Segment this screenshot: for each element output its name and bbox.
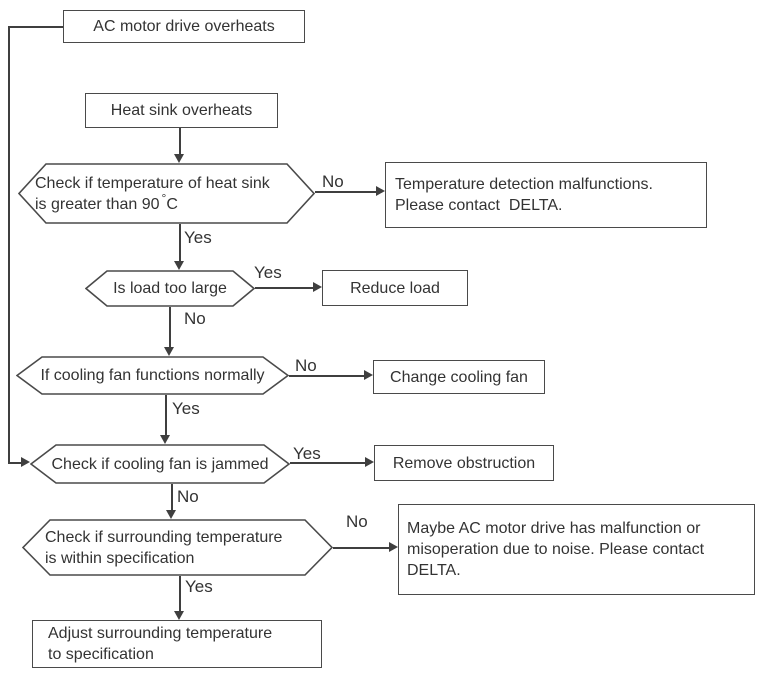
connector-checktemp-no bbox=[315, 191, 377, 193]
connector-fannormal-yes bbox=[165, 395, 167, 437]
edge-label-no: No bbox=[346, 512, 368, 531]
decision-text-line1: Check if temperature of heat sink bbox=[35, 174, 270, 192]
connector-fanjammed-no bbox=[171, 484, 173, 512]
degree-symbol: ° bbox=[161, 191, 167, 206]
connector-fanjammed-yes bbox=[290, 462, 365, 464]
edge-label-yes: Yes bbox=[254, 263, 282, 282]
hexagon-shape bbox=[22, 519, 333, 576]
node-change-cooling-fan: Change cooling fan bbox=[373, 360, 545, 394]
edge-label-yes: Yes bbox=[172, 399, 200, 418]
arrow-down-icon bbox=[166, 510, 176, 519]
arrow-down-icon bbox=[174, 611, 184, 620]
node-text-line2: to specification bbox=[48, 646, 154, 663]
hexagon-shape bbox=[85, 270, 255, 307]
decision-text: Check if temperature of heat sink is gre… bbox=[18, 163, 315, 224]
arrow-down-icon bbox=[164, 347, 174, 356]
node-text-line3: DELTA. bbox=[407, 562, 461, 579]
connector-surrounding-no bbox=[333, 547, 389, 549]
feedback-loop-vertical-segment bbox=[8, 26, 10, 463]
hexagon-shape bbox=[30, 444, 290, 484]
node-heat-sink-overheats: Heat sink overheats bbox=[85, 93, 278, 128]
decision-text: Is load too large bbox=[113, 280, 227, 297]
node-text-line2: Please contact DELTA. bbox=[395, 197, 563, 214]
hexagon-shape bbox=[18, 163, 315, 224]
arrow-right-icon bbox=[365, 457, 374, 467]
node-text-line1: Maybe AC motor drive has malfunction or bbox=[407, 520, 701, 537]
connector-heatsink-to-checktemp bbox=[179, 128, 181, 156]
edge-label-no: No bbox=[322, 172, 344, 191]
decision-text: Check if cooling fan is jammed bbox=[51, 455, 269, 473]
feedback-loop-bottom-segment bbox=[8, 462, 22, 464]
arrow-right-icon bbox=[21, 457, 30, 467]
node-temperature-detection-malfunctions: Temperature detection malfunctions. Plea… bbox=[385, 162, 707, 228]
arrow-right-icon bbox=[376, 186, 385, 196]
decision-cooling-fan-functions-normally: If cooling fan functions normally bbox=[16, 356, 289, 395]
node-ac-motor-drive-overheats: AC motor drive overheats bbox=[63, 10, 305, 43]
hexagon-shape bbox=[16, 356, 289, 395]
node-maybe-malfunction-noise: Maybe AC motor drive has malfunction or … bbox=[398, 504, 755, 595]
node-text-line2: misoperation due to noise. Please contac… bbox=[407, 541, 705, 558]
arrow-right-icon bbox=[364, 370, 373, 380]
edge-label-yes: Yes bbox=[293, 444, 321, 463]
node-text-line1: Adjust surrounding temperature bbox=[48, 625, 273, 642]
feedback-loop-top-segment bbox=[8, 26, 63, 28]
edge-label-yes: Yes bbox=[184, 228, 212, 247]
connector-isload-yes bbox=[255, 287, 313, 289]
connector-surrounding-yes bbox=[179, 576, 181, 613]
arrow-down-icon bbox=[174, 261, 184, 270]
edge-label-no: No bbox=[177, 487, 199, 506]
node-text: AC motor drive overheats bbox=[93, 18, 275, 35]
node-remove-obstruction: Remove obstruction bbox=[374, 445, 554, 481]
arrow-right-icon bbox=[389, 542, 398, 552]
connector-checktemp-yes bbox=[179, 224, 181, 263]
arrow-down-icon bbox=[160, 435, 170, 444]
node-text-line1: Temperature detection malfunctions. bbox=[395, 176, 653, 193]
decision-is-load-too-large: Is load too large bbox=[85, 270, 255, 307]
node-text: Remove obstruction bbox=[392, 454, 536, 472]
connector-isload-no bbox=[169, 307, 171, 349]
node-text: Heat sink overheats bbox=[110, 102, 253, 119]
node-text: Change cooling fan bbox=[390, 368, 528, 386]
node-adjust-surrounding-temperature: Adjust surrounding temperature to specif… bbox=[32, 620, 322, 668]
arrow-down-icon bbox=[174, 154, 184, 163]
decision-text-line2: is within specification bbox=[45, 549, 195, 567]
decision-text-line2: is greater than 90°C bbox=[35, 191, 178, 213]
decision-text: Check if surrounding temperature is with… bbox=[22, 519, 333, 576]
edge-label-yes: Yes bbox=[185, 577, 213, 596]
decision-check-heatsink-temperature: Check if temperature of heat sink is gre… bbox=[18, 163, 315, 224]
decision-text-line1: Check if surrounding temperature bbox=[45, 528, 283, 546]
node-reduce-load: Reduce load bbox=[322, 270, 468, 306]
edge-label-no: No bbox=[295, 356, 317, 375]
decision-text: If cooling fan functions normally bbox=[40, 367, 265, 384]
connector-fannormal-no bbox=[289, 375, 364, 377]
arrow-right-icon bbox=[313, 282, 322, 292]
edge-label-no: No bbox=[184, 309, 206, 328]
decision-cooling-fan-jammed: Check if cooling fan is jammed bbox=[30, 444, 290, 484]
node-text: Reduce load bbox=[350, 279, 440, 297]
decision-surrounding-temperature: Check if surrounding temperature is with… bbox=[22, 519, 333, 576]
